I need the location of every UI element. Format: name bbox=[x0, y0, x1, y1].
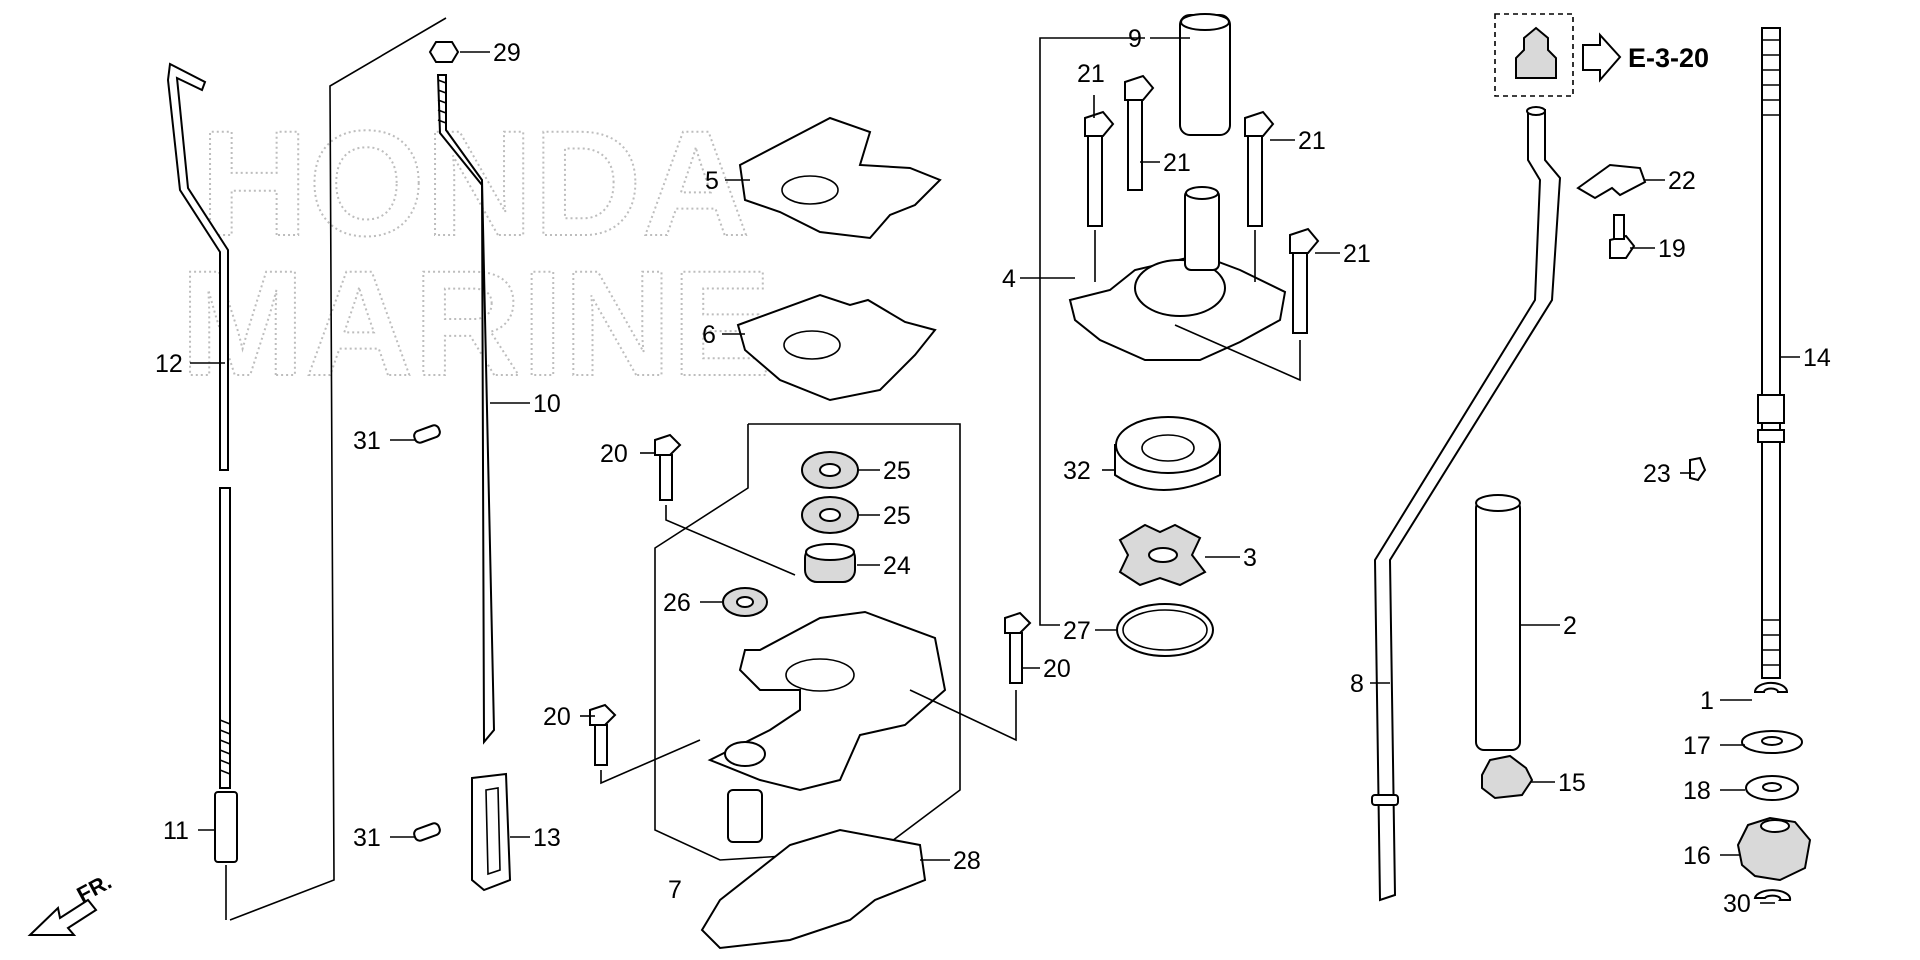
front-direction-indicator: FR. bbox=[27, 869, 116, 936]
callout-7: 7 bbox=[668, 876, 682, 904]
callout-21-c: 21 bbox=[1298, 127, 1326, 155]
callout-13: 13 bbox=[533, 824, 561, 852]
callout-3: 3 bbox=[1243, 544, 1257, 572]
bolt-20-a bbox=[654, 433, 682, 501]
reference-page-label: E-3-20 bbox=[1628, 43, 1709, 73]
callout-15: 15 bbox=[1558, 769, 1586, 797]
callout-19: 19 bbox=[1658, 235, 1686, 263]
bolt-20-c bbox=[1004, 611, 1032, 684]
callout-20-b: 20 bbox=[543, 703, 571, 731]
callout-2: 2 bbox=[1563, 612, 1577, 640]
front-label: FR. bbox=[73, 869, 116, 908]
water-tube-group: E-3-20 bbox=[1371, 13, 1709, 902]
honda-marine-watermark: HONDA MARINE bbox=[179, 98, 773, 408]
bolt-21-d bbox=[1289, 227, 1320, 334]
lower-shift-rod bbox=[219, 487, 231, 789]
dowel-pin-lower bbox=[413, 822, 441, 842]
o-ring bbox=[1116, 603, 1214, 657]
callout-18: 18 bbox=[1683, 777, 1711, 805]
water-pump-group bbox=[1039, 13, 1320, 657]
callout-29: 29 bbox=[493, 39, 521, 67]
pinion-gear bbox=[1736, 816, 1812, 882]
upper-shift-rod bbox=[166, 62, 229, 471]
callout-9: 9 bbox=[1128, 25, 1142, 53]
vertical-shaft bbox=[1761, 27, 1781, 679]
pump-housing bbox=[707, 610, 947, 792]
callout-17: 17 bbox=[1683, 732, 1711, 760]
callout-20-c: 20 bbox=[1043, 655, 1071, 683]
callout-21-a: 21 bbox=[1077, 60, 1105, 88]
shift-rod bbox=[436, 74, 496, 745]
pump-housing-group bbox=[589, 423, 1032, 950]
bolt-21-b bbox=[1124, 74, 1155, 191]
callout-28: 28 bbox=[953, 847, 981, 875]
housing-gasket bbox=[700, 828, 927, 950]
leader-lines bbox=[190, 37, 1800, 904]
circlip bbox=[1753, 681, 1789, 693]
callout-5: 5 bbox=[705, 167, 719, 195]
callout-numbers: 1 2 3 4 5 6 7 8 9 10 11 12 13 14 15 16 1… bbox=[155, 25, 1831, 918]
front-arrow-icon bbox=[27, 898, 98, 936]
callout-30: 30 bbox=[1723, 890, 1751, 918]
callout-21-b: 21 bbox=[1163, 149, 1191, 177]
callout-14: 14 bbox=[1803, 344, 1831, 372]
grommet bbox=[1515, 26, 1557, 79]
watermark-line1: HONDA bbox=[200, 99, 750, 267]
callout-4: 4 bbox=[1002, 265, 1016, 293]
shift-rod-assembly bbox=[166, 17, 512, 921]
bolt-21-a bbox=[1084, 110, 1115, 227]
callout-25-b: 25 bbox=[883, 502, 911, 530]
callout-26: 26 bbox=[663, 589, 691, 617]
callout-32: 32 bbox=[1063, 457, 1091, 485]
housing-tube bbox=[727, 789, 763, 843]
bolt-20-b bbox=[589, 703, 617, 766]
callout-24: 24 bbox=[883, 552, 911, 580]
gear-clip bbox=[1753, 889, 1792, 901]
callout-25-a: 25 bbox=[883, 457, 911, 485]
pump-plates bbox=[736, 116, 942, 402]
callout-10: 10 bbox=[533, 390, 561, 418]
water-tube-long bbox=[1373, 109, 1562, 902]
callout-22: 22 bbox=[1668, 167, 1696, 195]
tube-grommet bbox=[1481, 754, 1534, 800]
callout-27: 27 bbox=[1063, 617, 1091, 645]
callout-31-b: 31 bbox=[353, 824, 381, 852]
callout-1: 1 bbox=[1700, 687, 1714, 715]
callout-6: 6 bbox=[702, 321, 716, 349]
shaft-plate bbox=[1576, 163, 1647, 200]
callout-21-d: 21 bbox=[1343, 240, 1371, 268]
callout-20-a: 20 bbox=[600, 440, 628, 468]
pump-plate-lower bbox=[736, 293, 937, 402]
callout-11: 11 bbox=[163, 817, 189, 845]
rod-joint bbox=[214, 791, 238, 863]
callout-12: 12 bbox=[155, 350, 183, 378]
water-tube bbox=[1179, 14, 1231, 136]
shaft-key bbox=[1689, 456, 1707, 482]
hex-nut bbox=[428, 41, 460, 63]
pump-plate-upper bbox=[738, 116, 942, 240]
callout-23: 23 bbox=[1643, 460, 1671, 488]
bolt-21-c bbox=[1244, 110, 1275, 227]
reference-arrow bbox=[1582, 32, 1622, 83]
vertical-shaft-group bbox=[1689, 27, 1812, 901]
callout-31-a: 31 bbox=[353, 427, 381, 455]
callout-8: 8 bbox=[1350, 670, 1364, 698]
callout-16: 16 bbox=[1683, 842, 1711, 870]
tube-sleeve bbox=[1475, 499, 1521, 751]
dowel-pin-upper bbox=[413, 424, 441, 444]
watermark-line2: MARINE bbox=[180, 239, 772, 407]
